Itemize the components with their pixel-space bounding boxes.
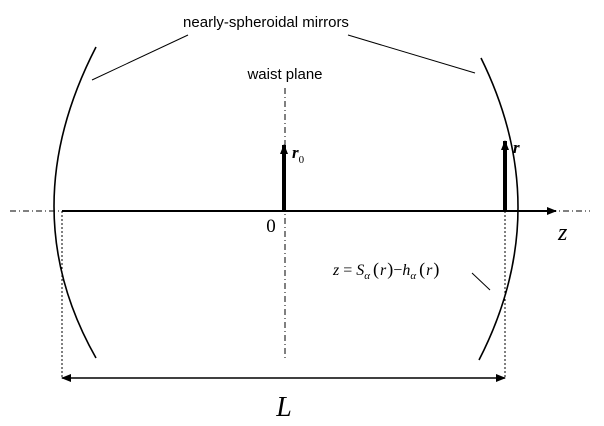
eq-open-paren-2: ( bbox=[419, 259, 425, 280]
origin-label: 0 bbox=[266, 216, 276, 237]
mirrors-label: nearly-spheroidal mirrors bbox=[183, 14, 349, 31]
equation-leader-line bbox=[471, 272, 491, 291]
eq-minus: − bbox=[393, 262, 402, 279]
eq-equals: = bbox=[343, 262, 352, 279]
right-leader-line bbox=[347, 34, 476, 74]
surface-equation: z=Sα(r)−hα(r) bbox=[332, 259, 439, 282]
eq-arg-2: r bbox=[426, 262, 433, 279]
right-mirror bbox=[478, 57, 519, 361]
eq-h: h bbox=[402, 262, 410, 279]
r-label: r bbox=[513, 138, 520, 157]
r0-label: r0 bbox=[292, 143, 305, 166]
r0-label-subscript: 0 bbox=[299, 154, 305, 166]
left-leader-line bbox=[91, 34, 189, 81]
eq-arg-1: r bbox=[380, 262, 387, 279]
left-mirror bbox=[53, 46, 97, 359]
eq-lhs: z bbox=[332, 262, 340, 279]
eq-S-subscript: α bbox=[364, 270, 370, 282]
eq-S: S bbox=[356, 262, 364, 279]
eq-close-paren-2: ) bbox=[433, 259, 439, 280]
eq-close-paren-1: ) bbox=[387, 259, 393, 280]
length-label: L bbox=[275, 392, 292, 423]
waist-plane-label: waist plane bbox=[246, 66, 322, 83]
r0-label-main: r bbox=[292, 143, 299, 162]
z-axis-label: z bbox=[557, 220, 568, 246]
eq-open-paren-1: ( bbox=[373, 259, 379, 280]
eq-h-subscript: α bbox=[410, 270, 416, 282]
